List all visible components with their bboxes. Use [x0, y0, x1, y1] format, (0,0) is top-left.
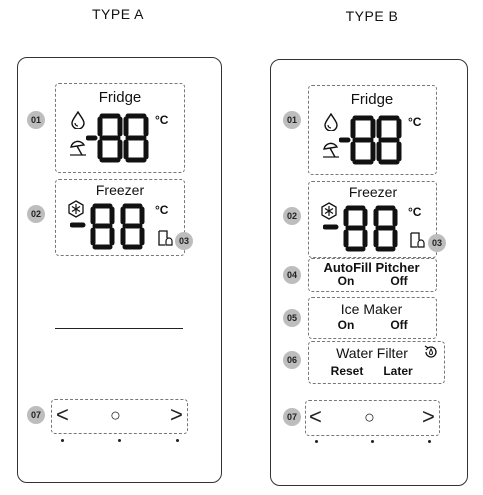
type-a-freezer-unit: °C [155, 203, 169, 217]
type-b-icemaker-title: Ice Maker [340, 301, 403, 317]
type-b-icemaker-off[interactable]: Off [390, 318, 408, 332]
callout-01: 01 [27, 111, 45, 129]
type-b-next-button[interactable]: > [422, 404, 435, 429]
type-b-prev-button[interactable]: < [309, 404, 322, 429]
type-b-autofill-box [308, 258, 437, 292]
water-drop-icon [323, 112, 339, 136]
type-b-fridge-label: Fridge [350, 91, 394, 108]
type-b-dot-center [371, 440, 374, 443]
type-a-fridge-unit: °C [155, 113, 169, 127]
type-b-waterfilter-box [308, 341, 445, 384]
type-a-dot-right [176, 439, 179, 442]
type-a-fridge-temp-display [86, 112, 154, 164]
type-b-autofill-on[interactable]: On [337, 274, 355, 288]
type-a-nav-box [51, 399, 188, 434]
callout-02: 02 [27, 205, 45, 223]
filter-reset-icon [423, 344, 439, 365]
vacation-umbrella-icon [322, 141, 340, 164]
type-a-freezer-label: Freezer [95, 182, 145, 198]
type-a-fridge-box [55, 83, 185, 173]
callout-06: 06 [283, 351, 301, 369]
type-b-autofill-off[interactable]: Off [390, 274, 408, 288]
type-b-dot-left [315, 440, 318, 443]
callout-07: 07 [283, 408, 301, 426]
callout-03: 03 [175, 232, 193, 250]
type-b-icemaker-on[interactable]: On [337, 318, 355, 332]
type-b-waterfilter-reset[interactable]: Reset [330, 364, 364, 378]
type-a-select-button[interactable]: ○ [110, 405, 121, 425]
type-a-freezer-box [55, 179, 185, 256]
type-a-fridge-label: Fridge [98, 89, 142, 106]
callout-05: 05 [283, 309, 301, 327]
type-a-next-button[interactable]: > [170, 402, 183, 427]
type-a-dot-center [118, 439, 121, 442]
type-b-dot-right [428, 440, 431, 443]
type-b-autofill-title: AutoFill Pitcher [323, 260, 420, 275]
type-a-prev-button[interactable]: < [56, 402, 69, 427]
door-alarm-icon [157, 229, 173, 252]
type-b-title: TYPE B [345, 8, 399, 24]
type-b-freezer-label: Freezer [348, 184, 398, 200]
type-a-title: TYPE A [91, 6, 145, 22]
type-b-freezer-temp-display [323, 205, 405, 253]
type-b-fridge-box [308, 85, 437, 175]
type-b-select-button[interactable]: ○ [364, 407, 375, 427]
callout-03: 03 [428, 234, 446, 252]
type-b-nav-box [305, 400, 440, 436]
type-b-waterfilter-title: Water Filter [336, 345, 408, 361]
callout-01: 01 [283, 111, 301, 129]
type-b-freezer-box [308, 181, 437, 258]
door-alarm-icon [409, 231, 425, 254]
snowflake-icon [320, 202, 338, 225]
type-b-fridge-unit: °C [408, 115, 422, 129]
type-b-waterfilter-later[interactable]: Later [383, 364, 413, 378]
water-drop-icon [70, 110, 86, 134]
type-a-freezer-temp-display [70, 203, 152, 251]
callout-02: 02 [283, 207, 301, 225]
callout-04: 04 [283, 266, 301, 284]
snowflake-icon [67, 200, 85, 223]
type-b-icemaker-box [308, 297, 437, 339]
type-b-panel [270, 59, 468, 486]
type-a-dot-left [61, 439, 64, 442]
vacation-umbrella-icon [69, 139, 87, 162]
type-b-fridge-temp-display [339, 114, 407, 166]
callout-07: 07 [27, 406, 45, 424]
type-b-freezer-unit: °C [408, 205, 422, 219]
type-a-divider [55, 328, 183, 329]
